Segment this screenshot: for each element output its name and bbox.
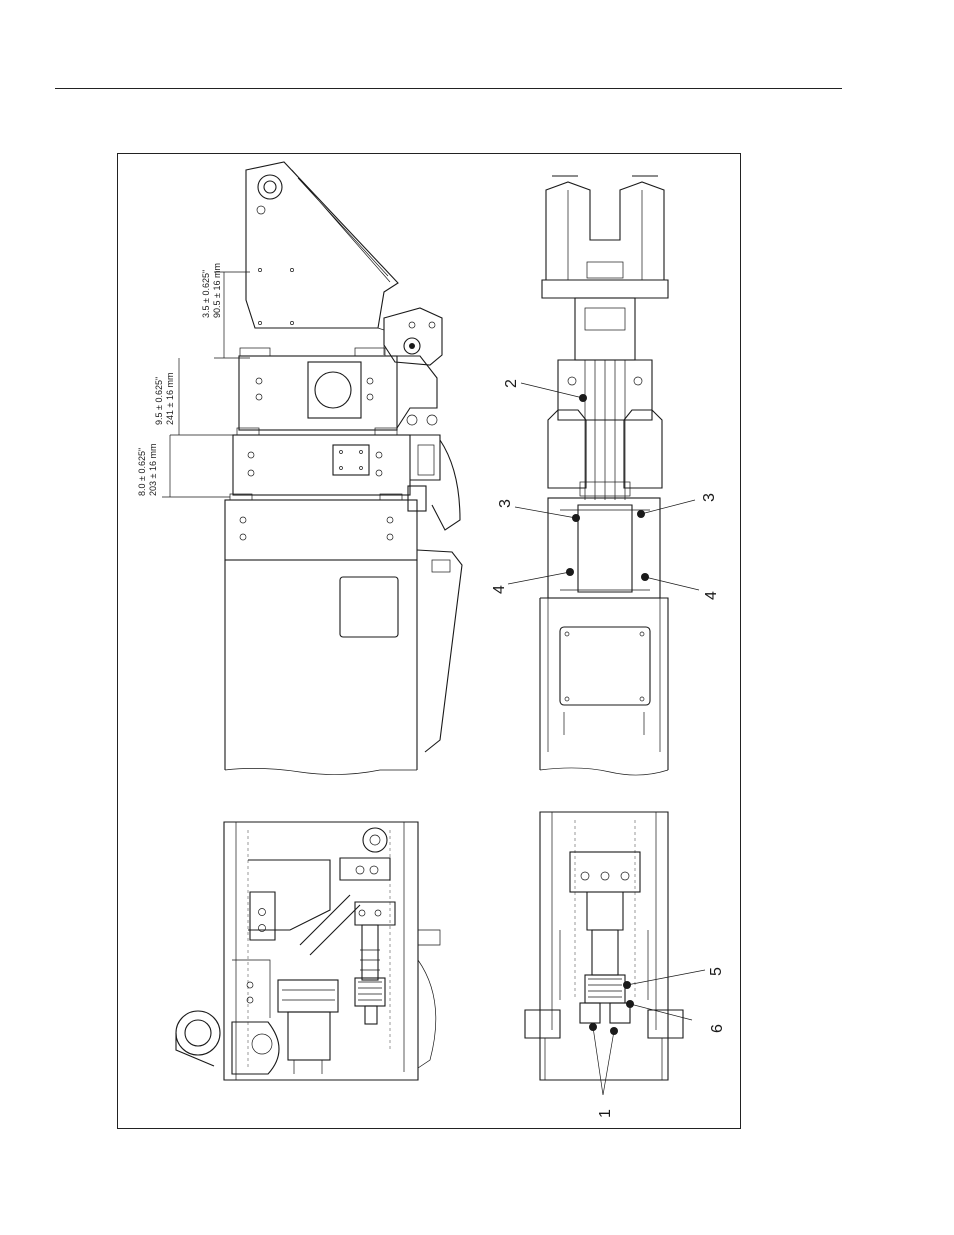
dim-2-inches: 9.5 ± 0.625" <box>154 377 164 425</box>
dim-3-inches: 8.0 ± 0.625" <box>137 448 147 496</box>
callout-5: 5 <box>708 967 725 976</box>
dim-1-inches: 3.5 ± 0.625" <box>201 270 211 318</box>
callout-3-right: 3 <box>701 493 718 502</box>
callout-2: 2 <box>503 379 520 388</box>
callout-4-right: 4 <box>703 591 720 600</box>
top-view-lower <box>525 812 683 1080</box>
callout-6: 6 <box>709 1024 726 1033</box>
callout-1: 1 <box>597 1109 614 1118</box>
side-view-upper <box>225 162 462 775</box>
side-view-lower <box>176 822 440 1080</box>
dim-3-mm: 203 ± 16 mm <box>148 444 158 496</box>
callout-3-left: 3 <box>497 499 514 508</box>
top-view-upper <box>540 176 668 775</box>
dim-2-mm: 241 ± 16 mm <box>165 373 175 425</box>
callout-markers-lower <box>589 970 705 1095</box>
callout-markers-upper <box>508 383 699 590</box>
callout-4-left: 4 <box>491 585 508 594</box>
dim-1-mm: 90.5 ± 16 mm <box>212 263 222 318</box>
